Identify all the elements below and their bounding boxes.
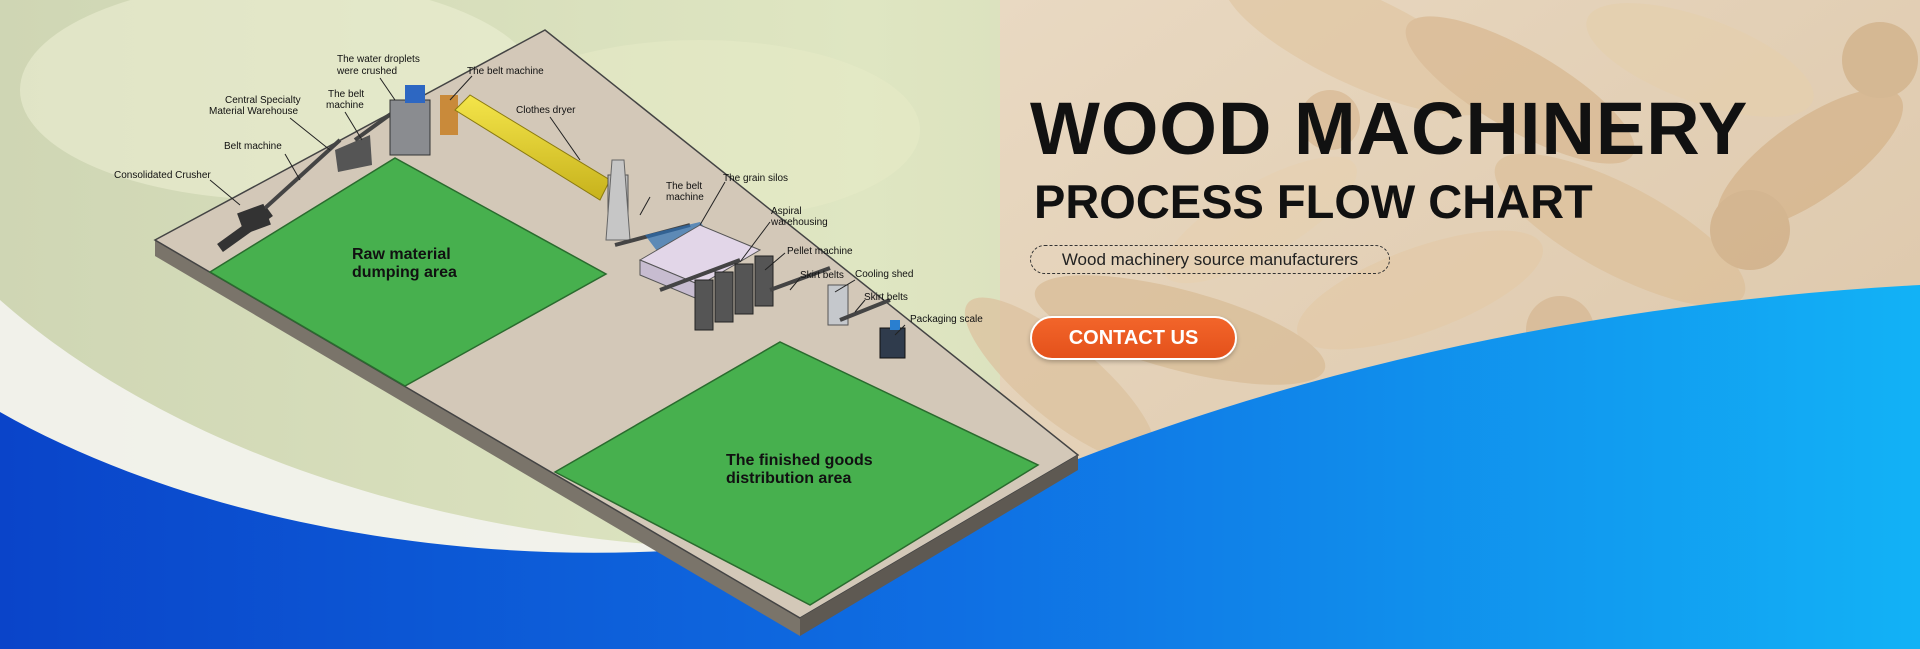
blue-wave xyxy=(0,285,1920,649)
contact-us-button[interactable]: CONTACT US xyxy=(1030,316,1237,360)
label-belt-machine-3b: machine xyxy=(666,192,704,203)
label-belt-machine-2a: The belt xyxy=(328,89,364,100)
label-grain-silos: The grain silos xyxy=(723,173,788,184)
label-pellet-machine: Pellet machine xyxy=(787,246,853,257)
finished-goods-area xyxy=(553,341,1040,606)
label-belt-machine: Belt machine xyxy=(224,141,282,152)
tagline-pill: Wood machinery source manufacturers xyxy=(1030,245,1390,274)
label-belt-machine-3a: The belt xyxy=(666,181,702,192)
raw-material-label-1: Raw material xyxy=(352,246,451,263)
contact-us-label: CONTACT US xyxy=(1068,326,1199,349)
label-water-droplets-2: were crushed xyxy=(336,66,397,77)
label-cooling-shed: Cooling shed xyxy=(855,269,913,280)
page-subtitle: PROCESS FLOW CHART xyxy=(1034,175,1593,228)
label-crusher: Consolidated Crusher xyxy=(114,170,211,181)
label-belt-machine-2b: machine xyxy=(326,100,364,111)
finished-goods-label-1: The finished goods xyxy=(726,452,873,469)
label-central-warehouse-1: Central Specialty xyxy=(225,95,301,106)
page-title: WOOD MACHINERY xyxy=(1030,87,1749,170)
raw-material-label-2: dumping area xyxy=(352,264,457,281)
label-skirt-belts-1: Skirt belts xyxy=(800,270,844,281)
raw-material-area xyxy=(208,157,608,387)
label-belt-machine-top: The belt machine xyxy=(467,66,544,77)
factory-layout-diagram: The water droplets were crushed The belt… xyxy=(114,29,1080,636)
label-water-droplets-1: The water droplets xyxy=(337,54,420,65)
label-central-warehouse-2: Material Warehouse xyxy=(209,106,299,117)
label-packaging-scale: Packaging scale xyxy=(910,314,983,325)
tagline-text: Wood machinery source manufacturers xyxy=(1061,249,1359,269)
title-block: WOOD MACHINERY PROCESS FLOW CHART xyxy=(1030,88,1890,230)
label-skirt-belts-2: Skirt belts xyxy=(864,292,908,303)
wood-pellets-photo xyxy=(964,0,1918,463)
label-aspiral-1: Aspiral xyxy=(771,206,802,217)
label-aspiral-2: warehousing xyxy=(770,217,828,228)
finished-goods-label-2: distribution area xyxy=(726,470,851,487)
label-clothes-dryer: Clothes dryer xyxy=(516,105,576,116)
